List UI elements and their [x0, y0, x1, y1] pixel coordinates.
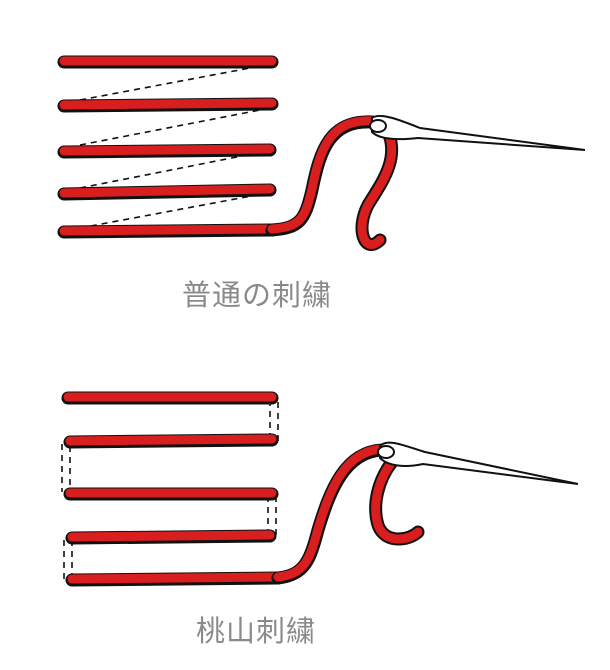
momoyama-embroidery-figure	[61, 391, 579, 587]
normal-embroidery-figure	[57, 55, 586, 251]
caption-momoyama-embroidery: 桃山刺繍	[196, 614, 317, 648]
working-thread	[265, 115, 399, 251]
thread-bars	[61, 391, 285, 587]
needle-icon	[369, 114, 586, 151]
thread-bars	[57, 55, 279, 239]
needle-icon	[377, 441, 579, 485]
edge-stitches	[61, 400, 279, 580]
working-thread	[271, 443, 425, 585]
caption-normal-embroidery: 普通の刺繍	[182, 278, 333, 312]
hidden-stitches	[79, 67, 263, 229]
